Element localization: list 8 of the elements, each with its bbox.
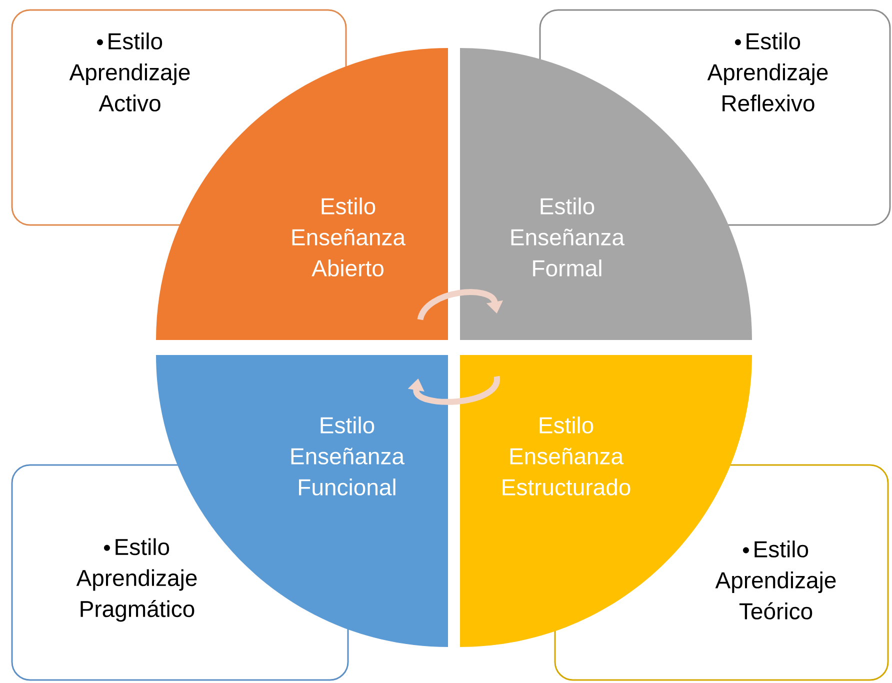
quadrant-label: Estilo Enseñanza Abierto: [292, 198, 406, 276]
quadrant-label: Estilo Enseñanza Funcional: [291, 416, 405, 496]
quadrant-label: Estilo Enseñanza Formal: [511, 198, 625, 276]
bullet-text: Estilo Aprendizaje Activo: [69, 32, 190, 112]
bullet-text: Estilo Aprendizaje Reflexivo: [707, 32, 828, 112]
quadrant-label: Estilo Enseñanza Estructurado: [502, 416, 630, 496]
bullet-text: Estilo Aprendizaje Pragmático: [76, 538, 197, 622]
bullet-text: Estilo Aprendizaje Teórico: [715, 540, 836, 620]
